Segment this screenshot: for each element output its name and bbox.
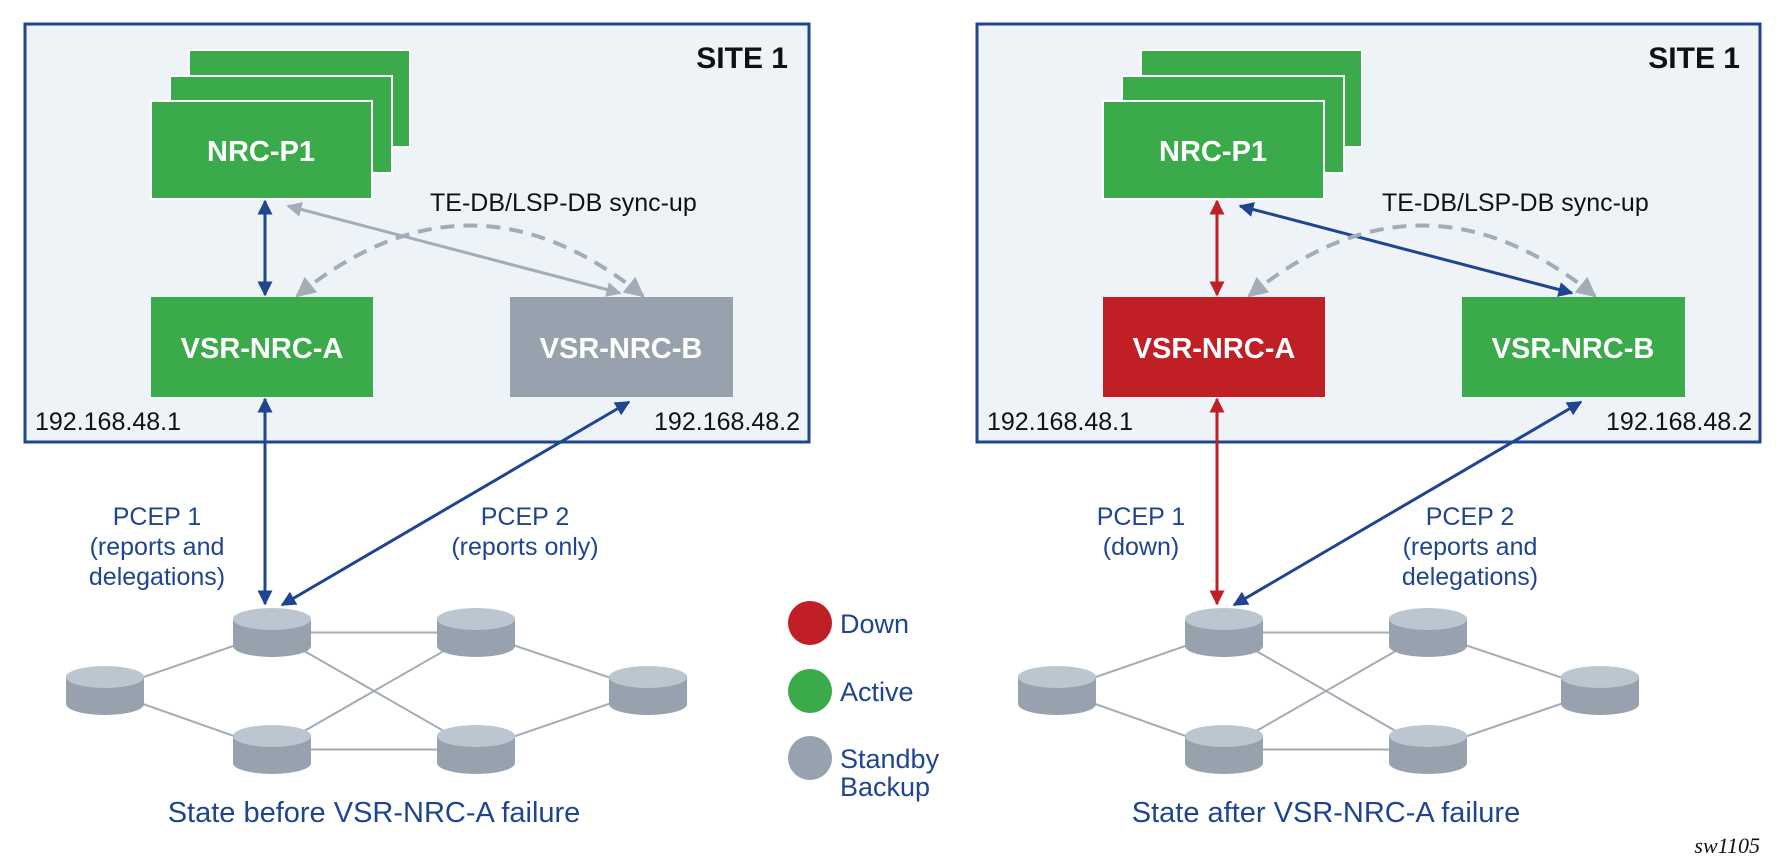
router-icon [1389,608,1467,657]
sync-label: TE-DB/LSP-DB sync-up [430,189,697,217]
router-icon [1561,666,1639,715]
pcep1-label-line: delegations) [89,563,225,591]
vsr-nrc-a-label: VSR-NRC-A [181,333,344,365]
legend-swatch-standby [788,736,832,780]
router-icon [437,725,515,774]
pcep1-label-line: (down) [1103,533,1179,561]
pcep2-link [1232,400,1583,607]
legend-swatch-down [788,601,832,645]
legend-label: Standby [840,744,940,774]
router-icon [233,608,311,657]
router-icon [1185,725,1263,774]
pcep2-label-line: PCEP 2 [1426,503,1514,531]
legend-label: Active [840,677,914,707]
network-topology [1018,608,1639,774]
figure-id: sw1105 [1694,833,1760,858]
legend-label: Down [840,609,909,639]
pcep2-label-line: delegations) [1402,563,1538,591]
sync-dashed-arc [295,223,645,298]
sync-label: TE-DB/LSP-DB sync-up [1382,189,1649,217]
vsr-nrc-b-ip: 192.168.48.2 [654,408,800,436]
nrc-p1-label: NRC-P1 [1159,136,1267,168]
router-icon [233,725,311,774]
router-icon [1185,608,1263,657]
vsr-nrc-b-ip: 192.168.48.2 [1606,408,1752,436]
network-link [1223,631,1429,751]
pcep2-label-line: PCEP 2 [481,503,569,531]
pcep1-label-line: PCEP 1 [113,503,201,531]
router-icon [1018,666,1096,715]
nrc-p1-stack: NRC-P1 [1102,49,1363,200]
legend-item-down: Down [788,601,909,645]
panel-caption: State before VSR-NRC-A failure [168,797,581,829]
panel-caption: State after VSR-NRC-A failure [1132,797,1520,829]
network-topology [66,608,687,774]
panel-before: SITE 1 NRC-P1 VSR-NRC-A VSR-NRC-B 192.16… [23,22,811,829]
vsr-nrc-a-ip: 192.168.48.1 [35,408,181,436]
legend: Down Active Standby Backup [788,601,940,802]
pcep2-label-line: (reports and [1403,533,1538,561]
vsr-nrc-a-label: VSR-NRC-A [1133,333,1296,365]
pcep2-label-line: (reports only) [451,533,598,561]
vsr-nrc-b-box [510,297,733,397]
site-label: SITE 1 [1648,42,1740,75]
vsr-nrc-b-label: VSR-NRC-B [540,333,703,365]
network-link [271,631,477,751]
pcep1-label-line: PCEP 1 [1097,503,1185,531]
pcep2-link [280,400,631,607]
nrc-p1-card [150,100,373,200]
vsr-nrc-b-label: VSR-NRC-B [1492,333,1655,365]
vsr-nrc-a-box [151,297,373,397]
router-icon [1389,725,1467,774]
legend-label: Backup [840,772,930,802]
sync-dashed-arc [1247,223,1597,298]
nrc-p1-card [1102,100,1325,200]
router-icon [609,666,687,715]
panel-after: SITE 1 NRC-P1 VSR-NRC-A VSR-NRC-B 192.16… [975,22,1762,829]
site-label: SITE 1 [696,42,788,75]
legend-item-standby: Standby Backup [788,736,940,802]
router-icon [437,608,515,657]
legend-swatch-active [788,669,832,713]
legend-item-active: Active [788,669,914,713]
vsr-nrc-a-box [1103,297,1325,397]
vsr-nrc-b-box [1462,297,1685,397]
nrc-p1-label: NRC-P1 [207,136,315,168]
pcep1-label-line: (reports and [90,533,225,561]
router-icon [66,666,144,715]
vsr-nrc-a-ip: 192.168.48.1 [987,408,1133,436]
nrc-p1-stack: NRC-P1 [150,49,411,200]
